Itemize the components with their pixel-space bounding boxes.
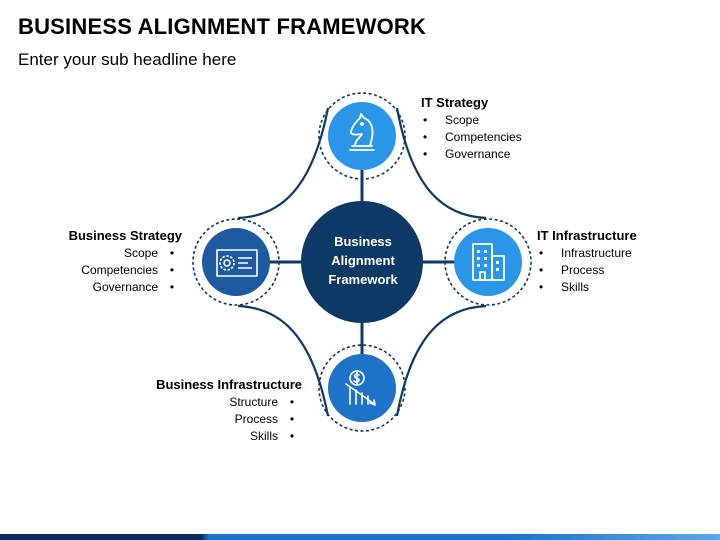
list-item: Scope (69, 245, 182, 262)
curve-bottom-right (395, 304, 487, 417)
strategy-gear-presentation-icon (216, 249, 258, 277)
list-item: Competencies (421, 129, 522, 146)
list-item: Governance (421, 146, 522, 163)
spokes (268, 170, 456, 354)
node-it-infrastructure (454, 228, 522, 296)
it-infrastructure-heading: IT Infrastructure (537, 228, 637, 243)
it-strategy-block: IT Strategy Scope Competencies Governanc… (421, 94, 522, 163)
ring-left (192, 218, 280, 306)
ring-bottom (318, 344, 406, 432)
list-item: Process (537, 262, 637, 279)
node-it-strategy (328, 102, 396, 170)
page-title: BUSINESS ALIGNMENT FRAMEWORK (18, 14, 427, 39)
dashed-rings (192, 92, 532, 432)
it-infrastructure-block: IT Infrastructure Infrastructure Process… (537, 227, 637, 296)
it-strategy-heading: IT Strategy (421, 95, 489, 110)
bottom-accent-bar (0, 534, 720, 540)
center-label: Business Alignment Framework (303, 232, 423, 289)
center-label-line1: Business (334, 234, 392, 249)
node-business-infrastructure (328, 354, 396, 422)
ring-right (444, 218, 532, 306)
list-item: Competencies (69, 262, 182, 279)
curve-top-left (237, 107, 330, 220)
list-item: Scope (421, 112, 522, 129)
business-strategy-heading: Business Strategy (68, 228, 182, 243)
ring-top (318, 92, 406, 180)
business-infrastructure-heading: Business Infrastructure (156, 377, 302, 392)
node-business-strategy (202, 228, 270, 296)
list-item: Infrastructure (537, 245, 637, 262)
declining-dollar-chart-icon (345, 370, 376, 406)
curve-top-right (395, 107, 487, 220)
list-item: Structure (156, 394, 302, 411)
list-item: Process (156, 411, 302, 428)
business-strategy-block: Business Strategy Scope Competencies Gov… (69, 227, 182, 296)
center-label-line3: Framework (328, 272, 398, 287)
office-building-icon (472, 243, 505, 281)
business-infrastructure-block: Business Infrastructure Structure Proces… (156, 376, 302, 445)
curve-bottom-left (237, 304, 330, 417)
list-item: Governance (69, 279, 182, 296)
page-subtitle: Enter your sub headline here (18, 50, 237, 69)
center-label-line2: Alignment (331, 253, 395, 268)
chess-knight-icon (349, 113, 375, 151)
list-item: Skills (156, 428, 302, 445)
curved-connectors (237, 107, 487, 417)
list-item: Skills (537, 279, 637, 296)
center-circle (301, 201, 423, 323)
